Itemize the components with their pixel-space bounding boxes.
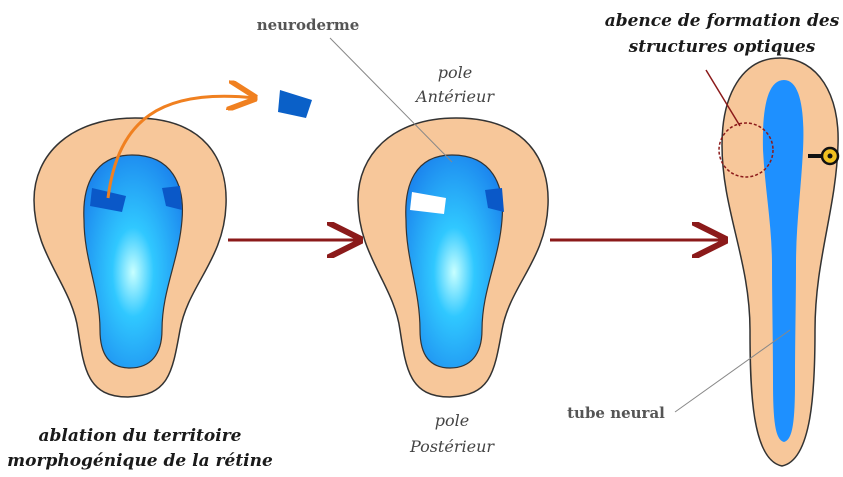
embryo-2 — [358, 118, 548, 397]
label-neuroderme: neuroderme — [257, 16, 360, 34]
label-absence-line1: abence de formation des — [605, 11, 840, 31]
embryo-3 — [719, 58, 838, 466]
label-pole-posterior-2: Postérieur — [409, 437, 495, 456]
label-ablation-line2: morphogénique de la rétine — [7, 451, 273, 471]
label-pole-anterior-1: pole — [438, 63, 472, 82]
embryo-1 — [34, 118, 226, 397]
label-pole-posterior-1: pole — [435, 411, 469, 430]
label-ablation-line1: ablation du territoire — [39, 426, 242, 446]
label-tube-neural: tube neural — [567, 404, 665, 422]
label-absence-line2: structures optiques — [628, 37, 816, 57]
label-pole-anterior-2: Antérieur — [414, 87, 495, 106]
removed-tissue-piece — [278, 90, 312, 118]
